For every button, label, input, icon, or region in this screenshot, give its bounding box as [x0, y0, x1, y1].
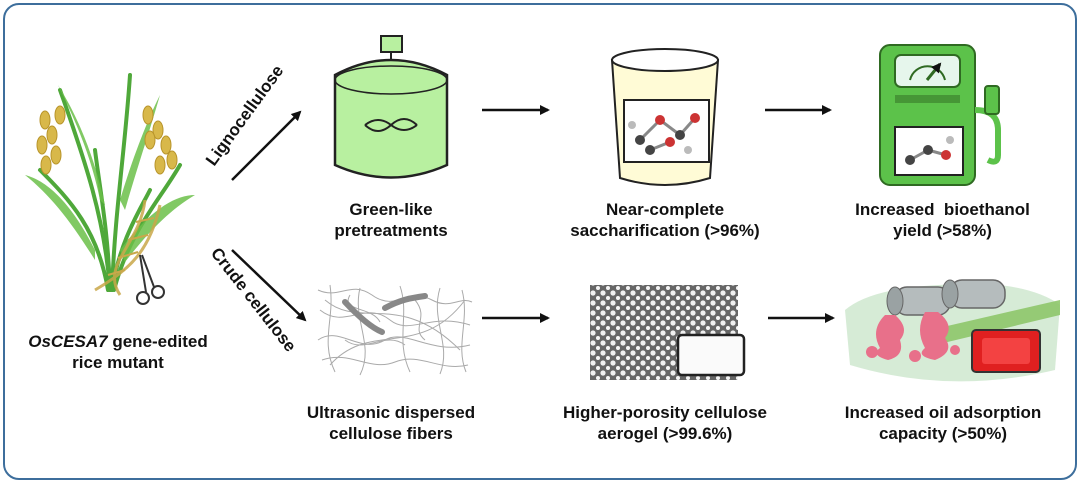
caption-aerogel-line1: Higher-porosity cellulose [562, 403, 768, 422]
caption-oil-line2: capacity (>50%) [878, 424, 1008, 443]
caption-oil: Increased oil adsorption capacity (>50%) [818, 402, 1068, 444]
caption-fibers-line1: Ultrasonic dispersed [306, 403, 476, 422]
beaker-icon [610, 48, 720, 186]
reactor-icon [333, 35, 449, 179]
caption-pretreatments-line2: pretreatments [334, 221, 448, 240]
caption-saccharification: Near-complete saccharification (>96%) [560, 199, 770, 241]
caption-bioethanol-line1: Increased bioethanol [855, 200, 1030, 219]
fuel-pump-icon [879, 44, 1001, 186]
caption-aerogel: Higher-porosity cellulose aerogel (>99.6… [540, 402, 790, 444]
caption-fibers-line2: cellulose fibers [329, 424, 453, 443]
oil-adsorption-icon [845, 279, 1060, 382]
rice-plant-icon [25, 73, 195, 305]
fiber-network-icon [317, 284, 473, 376]
plant-caption: OsCESA7 gene-edited rice mutant [2, 331, 234, 373]
arrow-to-crude-cellulose [231, 249, 307, 322]
fiber-bundle-icon [342, 293, 428, 335]
caption-oil-line1: Increased oil adsorption [844, 403, 1042, 422]
caption-saccharification-line1: Near-complete [605, 200, 725, 219]
caption-aerogel-line2: aerogel (>99.6%) [597, 424, 733, 443]
caption-saccharification-line2: saccharification (>96%) [570, 221, 760, 240]
gene-name: OsCESA7 [28, 332, 108, 351]
caption-pretreatments: Green-like pretreatments [291, 199, 491, 241]
aerogel-icon [590, 285, 746, 380]
arrow-to-lignocellulose [231, 110, 302, 181]
caption-fibers: Ultrasonic dispersed cellulose fibers [280, 402, 502, 444]
caption-pretreatments-line1: Green-like [349, 200, 433, 219]
plant-caption-line2: rice mutant [72, 353, 164, 372]
caption-bioethanol-line2: yield (>58%) [893, 221, 992, 240]
plant-caption-line1: gene-edited [107, 332, 208, 351]
caption-bioethanol: Increased bioethanol yield (>58%) [835, 199, 1050, 241]
